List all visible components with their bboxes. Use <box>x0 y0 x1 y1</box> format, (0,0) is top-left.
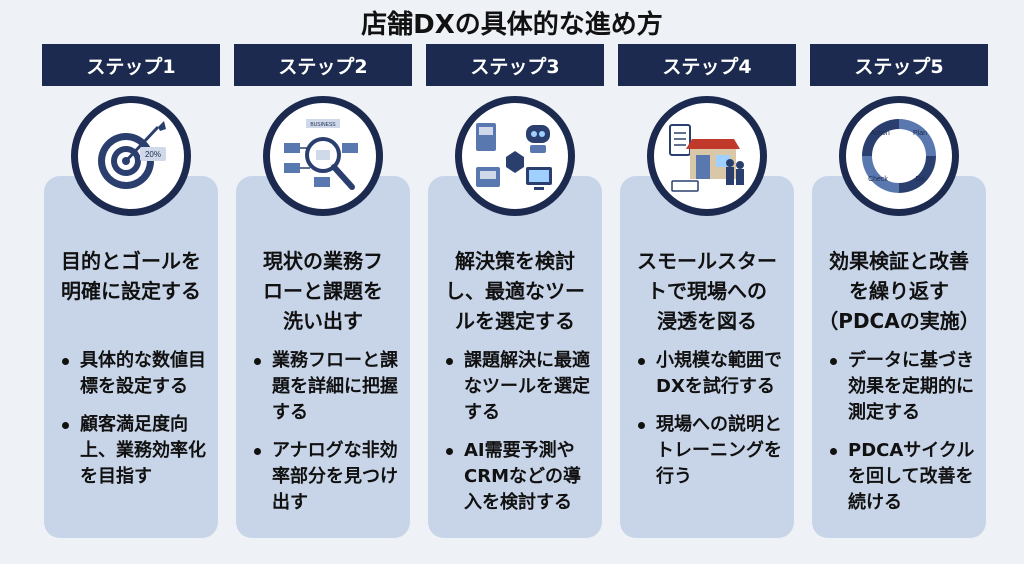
business-flow-icon: BUSINESS <box>263 96 383 216</box>
target-icon-graphic: 20% <box>98 121 166 189</box>
step-5-card: 効果検証と改善 を繰り返す （PDCAの実施） データに基づき効果を定期的に測定… <box>812 176 986 538</box>
business-flow-graphic: BUSINESS <box>284 119 358 190</box>
step-1: ステップ1 20% 目的とゴールを 明確に設定する 具体的な数値目標を設定する <box>42 44 220 554</box>
business-badge: BUSINESS <box>310 122 336 128</box>
step-4-bullets: 小規模な範囲でDXを試行する 現場への説明とトレーニングを行う <box>638 348 788 502</box>
cycle-label-check: Check <box>868 176 888 183</box>
step-5-heading: 効果検証と改善 を繰り返す （PDCAの実施） <box>818 249 980 333</box>
page-title: 店舗DXの具体的な進め方 <box>361 10 663 40</box>
step-2-bullets: 業務フローと課題を詳細に把握する アナログな非効率部分を見つけ出す <box>254 348 404 528</box>
target-icon: 20% <box>71 96 191 216</box>
list-item: AI需要予測やCRMなどの導入を検討する <box>446 438 596 516</box>
step-3-card: 解決策を検討 し、最適なツー ルを選定する 課題解決に最適なツールを選定する A… <box>428 176 602 538</box>
step-3: ステップ3 解決策を検討 し、最適なツー ルを選定する <box>426 44 604 554</box>
cycle-label-do: Do <box>916 176 925 183</box>
tools-graphic <box>476 123 552 190</box>
step-2: ステップ2 BUSINESS 現状の業務フ ローと課題を 洗い出す <box>234 44 412 554</box>
step-1-bullets: 具体的な数値目標を設定する 顧客満足度向上、業務効率化を目指す <box>62 348 212 502</box>
step-3-header: ステップ3 <box>426 44 604 86</box>
step-3-heading: 解決策を検討 し、最適なツー ルを選定する <box>445 249 585 333</box>
list-item: 現場への説明とトレーニングを行う <box>638 412 788 490</box>
step-5-header: ステップ5 <box>810 44 988 86</box>
step-2-header: ステップ2 <box>234 44 412 86</box>
cycle-label-plan: Plan <box>913 130 927 137</box>
step-1-header: ステップ1 <box>42 44 220 86</box>
list-item: 業務フローと課題を詳細に把握する <box>254 348 404 426</box>
list-item: 課題解決に最適なツールを選定する <box>446 348 596 426</box>
step-2-card: 現状の業務フ ローと課題を 洗い出す 業務フローと課題を詳細に把握する アナログ… <box>236 176 410 538</box>
list-item: PDCAサイクルを回して改善を続ける <box>830 438 980 516</box>
cycle-label-action: Action <box>870 130 890 137</box>
tools-icon <box>455 96 575 216</box>
list-item: 顧客満足度向上、業務効率化を目指す <box>62 412 212 490</box>
step-1-heading: 目的とゴールを 明確に設定する <box>61 249 201 303</box>
store-icon <box>647 96 767 216</box>
store-graphic <box>669 124 744 192</box>
step-2-heading: 現状の業務フ ローと課題を 洗い出す <box>263 249 383 333</box>
step-5-bullets: データに基づき効果を定期的に測定する PDCAサイクルを回して改善を続ける <box>830 348 980 528</box>
pdca-cycle-icon: Plan Do Check Action <box>839 96 959 216</box>
list-item: データに基づき効果を定期的に測定する <box>830 348 980 426</box>
step-5: ステップ5 Plan Do Check Action 効果検証と改善 を繰り返す… <box>810 44 988 554</box>
step-4-card: スモールスター トで現場への 浸透を図る 小規模な範囲でDXを試行する 現場への… <box>620 176 794 538</box>
list-item: 小規模な範囲でDXを試行する <box>638 348 788 400</box>
pdca-cycle-graphic: Plan Do Check Action <box>862 119 936 193</box>
step-4: ステップ4 スモールスター トで現場への 浸透 <box>618 44 796 554</box>
list-item: アナログな非効率部分を見つけ出す <box>254 438 404 516</box>
step-4-heading: スモールスター トで現場への 浸透を図る <box>637 249 777 333</box>
step-1-card: 目的とゴールを 明確に設定する 具体的な数値目標を設定する 顧客満足度向上、業務… <box>44 176 218 538</box>
list-item: 具体的な数値目標を設定する <box>62 348 212 400</box>
step-3-bullets: 課題解決に最適なツールを選定する AI需要予測やCRMなどの導入を検討する <box>446 348 596 528</box>
target-badge: 20% <box>145 150 161 159</box>
step-4-header: ステップ4 <box>618 44 796 86</box>
